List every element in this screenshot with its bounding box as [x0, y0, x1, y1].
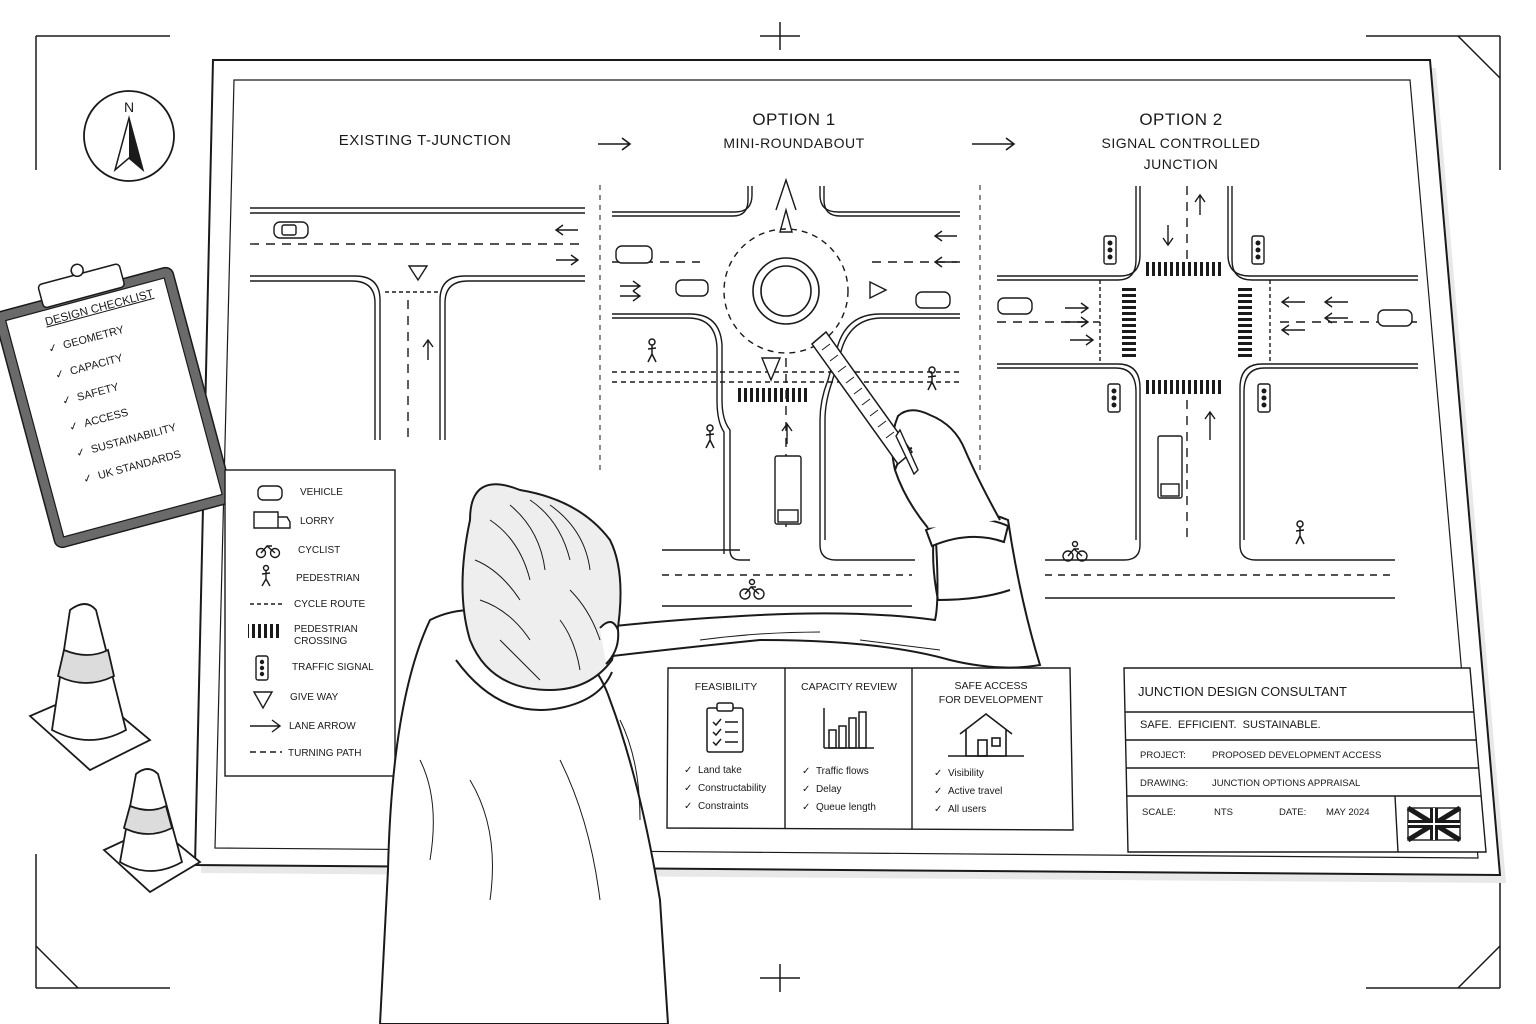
legend-label-vehicle: VEHICLE [300, 487, 343, 498]
option1-subtitle: MINI-ROUNDABOUT [723, 135, 865, 151]
legend-label-cyclist: CYCLIST [298, 545, 341, 556]
title-block [1123, 667, 1487, 853]
legend-label-lorry: LORRY [300, 516, 335, 527]
consultant-figure [378, 409, 1042, 1024]
traffic-cone-small [102, 768, 202, 894]
existing-t-junction-plan [250, 207, 585, 440]
legend-label-turning-path: TURNING PATH [288, 748, 362, 759]
capacity-item: ✓ Delay [802, 784, 842, 795]
scale-label: SCALE: [1142, 807, 1176, 818]
safe-access-title-2: FOR DEVELOPMENT [938, 694, 1044, 706]
legend-signal-lights [259, 659, 265, 677]
legend-label-cycle-route: CYCLE ROUTE [294, 599, 366, 610]
frame-corner-marks [35, 22, 1501, 992]
project-label: PROJECT: [1140, 750, 1186, 761]
uk-flag-icon [1406, 805, 1462, 843]
safe-access-title-1: SAFE ACCESS [954, 680, 1028, 692]
legend-label-pedestrian: PEDESTRIAN [296, 573, 360, 584]
shirt-folds [419, 631, 941, 901]
legend-label-pedestrian-crossing-2: CROSSING [294, 636, 348, 647]
safe-access-item: ✓ Visibility [934, 768, 984, 779]
drawing-label: DRAWING: [1140, 778, 1189, 789]
safe-access-item: ✓ Active travel [934, 786, 1003, 797]
plan-pedestrians [647, 338, 1305, 545]
flow-arrows [598, 137, 1016, 151]
legend-label-lane-arrow: LANE ARROW [289, 721, 356, 732]
safe-access-item: ✓ All users [934, 804, 987, 815]
section-dividers [599, 185, 981, 470]
mini-roundabout-plan [612, 177, 960, 607]
date-label: DATE: [1279, 807, 1307, 818]
house-icon [948, 712, 1024, 757]
feasibility-item: ✓ Constructability [684, 783, 767, 794]
capacity-review-title: CAPACITY REVIEW [801, 681, 897, 693]
option2-subtitle-line2: JUNCTION [1143, 156, 1219, 172]
feasibility-item: ✓ Constraints [684, 801, 749, 812]
option1-pedestrian-crossing [738, 388, 808, 402]
date-value: MAY 2024 [1326, 807, 1370, 818]
north-arrow-icon [83, 90, 175, 182]
feasibility-item: ✓ Land take [684, 765, 742, 776]
capacity-item: ✓ Queue length [802, 802, 876, 813]
company-name: JUNCTION DESIGN CONSULTANT [1138, 684, 1347, 699]
scale-value: NTS [1214, 807, 1233, 818]
ruler [810, 330, 914, 466]
pencil [895, 428, 919, 476]
existing-heading: EXISTING T-JUNCTION [338, 132, 512, 149]
bar-chart-icon [823, 708, 874, 749]
signal-lights [1107, 240, 1267, 408]
legend-label-give-way: GIVE WAY [290, 692, 339, 703]
capacity-item: ✓ Traffic flows [802, 766, 869, 777]
tagline: SAFE. EFFICIENT. SUSTAINABLE. [1140, 719, 1321, 731]
signal-pedestrian-crossings [1122, 262, 1252, 394]
option1-title: OPTION 1 [752, 110, 836, 129]
drawing-value: JUNCTION OPTIONS APPRAISAL [1212, 778, 1361, 789]
design-checklist-clipboard [0, 263, 234, 549]
clipboard-icon [706, 702, 744, 753]
north-label: N [124, 99, 135, 115]
plan-cyclists [739, 540, 1088, 600]
info-panels [666, 667, 1074, 831]
hair-strokes [474, 499, 601, 681]
traffic-cone-large [28, 603, 152, 772]
option2-subtitle-line1: SIGNAL CONTROLLED [1101, 135, 1261, 151]
legend-label-traffic-signal: TRAFFIC SIGNAL [292, 662, 374, 673]
legend-symbols [248, 485, 291, 753]
project-value: PROPOSED DEVELOPMENT ACCESS [1212, 750, 1382, 761]
feasibility-title: FEASIBILITY [694, 681, 758, 693]
option2-title: OPTION 2 [1139, 110, 1223, 129]
legend-label-pedestrian-crossing-1: PEDESTRIAN [294, 624, 358, 635]
